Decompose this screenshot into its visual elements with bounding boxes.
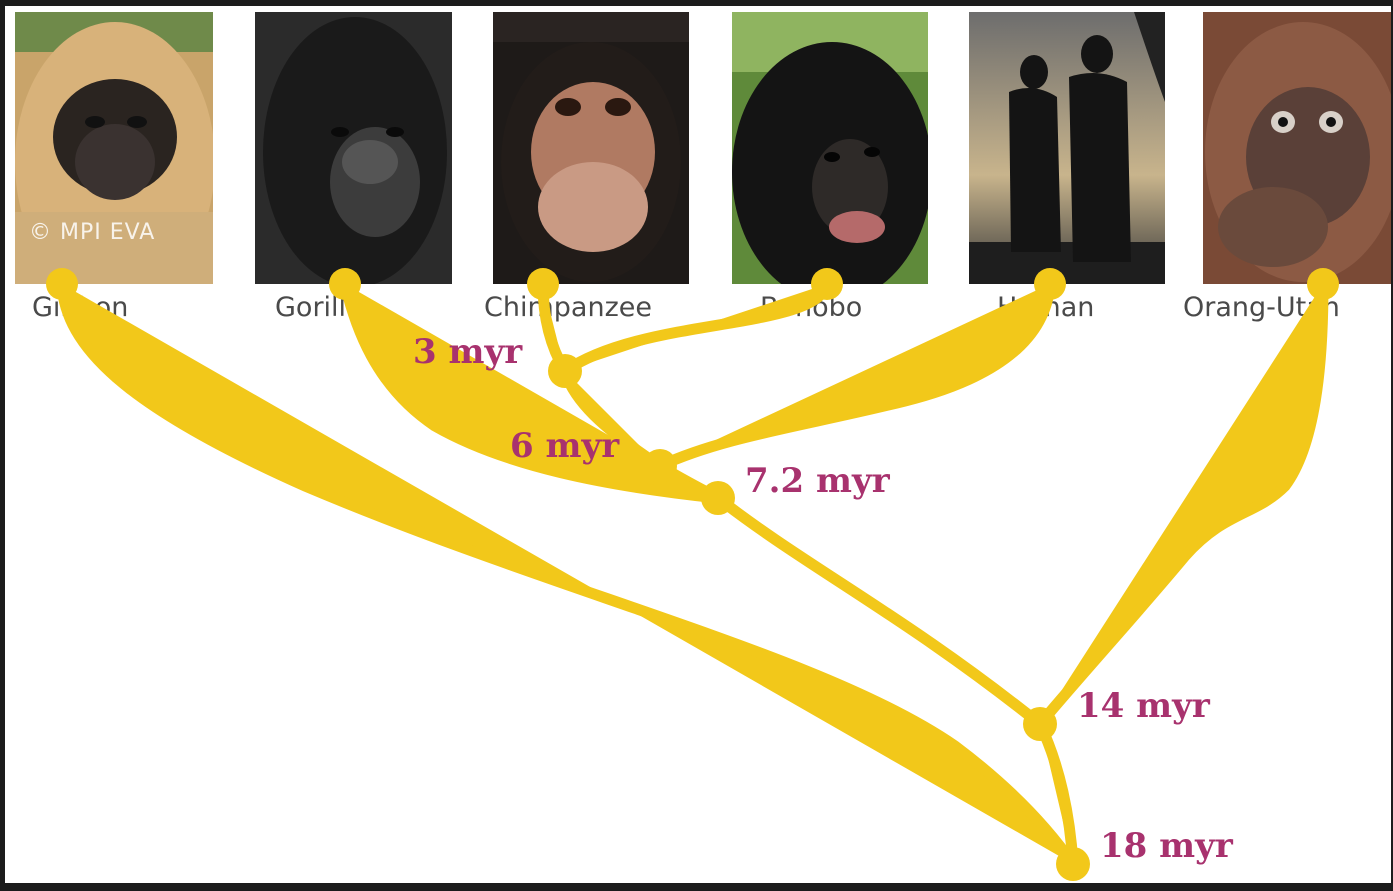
age-label-18-myr: 18 myr: [1100, 826, 1233, 866]
node-3-myr: [548, 354, 582, 388]
age-label-14-myr: 14 myr: [1077, 686, 1210, 726]
node-14-myr: [1023, 707, 1057, 741]
tip-bonobo: [811, 268, 843, 300]
age-label-3-myr: 3 myr: [413, 332, 522, 372]
tip-human: [1034, 268, 1066, 300]
tip-chimpanzee: [527, 268, 559, 300]
age-label-6-myr: 6 myr: [510, 426, 619, 466]
age-label-7-2-myr: 7.2 myr: [745, 461, 890, 501]
branch-orangutan: [1040, 284, 1323, 724]
branch-human: [660, 284, 1050, 466]
branch-bonobo: [565, 284, 827, 371]
phylogenetic-tree: [5, 6, 1393, 891]
node-7-2-myr: [701, 481, 735, 515]
tip-gorilla: [329, 268, 361, 300]
branch-african-ape-ancestor: [718, 498, 1040, 724]
tip-orangutan: [1307, 268, 1339, 300]
node-6-myr: [643, 449, 677, 483]
tip-gibbon: [46, 268, 78, 300]
node-18-myr: [1056, 847, 1090, 881]
